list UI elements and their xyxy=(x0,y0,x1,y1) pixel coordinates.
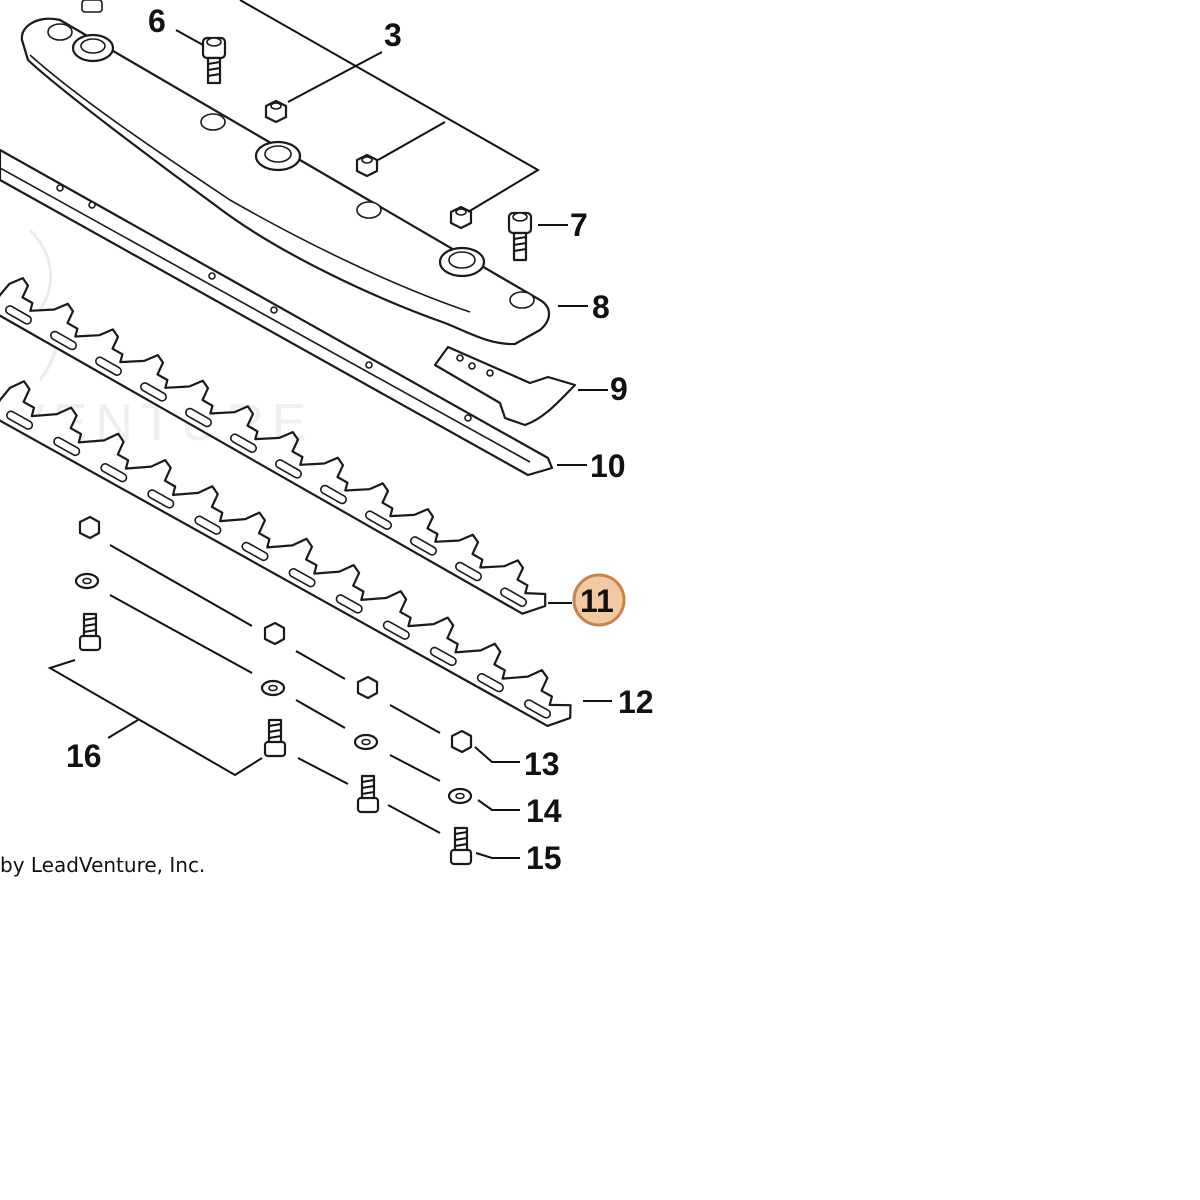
washer-a xyxy=(74,572,100,590)
screw-15a xyxy=(356,774,380,814)
blade-12-slot xyxy=(147,489,175,509)
part-9-bracket[interactable] xyxy=(433,345,577,427)
callout-10[interactable]: 10 xyxy=(590,448,626,484)
part-12-lower-blade[interactable] xyxy=(0,380,572,727)
callouts: 6 3 7 8 9 10 11 12 13 14 15 16 xyxy=(66,3,654,876)
blade-11-slot xyxy=(410,536,437,556)
square-nut-a xyxy=(78,515,101,540)
screw-16a xyxy=(78,612,102,652)
blade-12-slot xyxy=(335,594,363,614)
nut-3c xyxy=(449,205,473,230)
washer-b xyxy=(260,679,286,697)
blade-12-slot xyxy=(100,463,128,483)
part-16-screws[interactable] xyxy=(78,612,287,758)
blade-11-slot xyxy=(140,382,167,402)
blade-12-slot xyxy=(241,541,269,562)
blade-12-slot xyxy=(476,673,504,693)
blade-12-slot xyxy=(382,620,410,640)
callout-13[interactable]: 13 xyxy=(524,746,560,782)
square-nut-c xyxy=(356,675,379,700)
nut-top[interactable] xyxy=(81,0,103,13)
blade-11-slot xyxy=(275,459,302,479)
blade-11-slot xyxy=(50,330,77,351)
callout-11[interactable]: 11 xyxy=(580,583,614,619)
part-10-guide-bar[interactable] xyxy=(0,148,554,477)
blade-11-slot xyxy=(95,356,122,376)
leader-lines xyxy=(47,0,612,859)
callout-16[interactable]: 16 xyxy=(66,738,102,774)
callout-3[interactable]: 3 xyxy=(384,17,402,53)
nut-3b xyxy=(355,153,379,178)
blade-11-slot xyxy=(230,433,257,453)
blade-12-slots xyxy=(6,410,552,719)
blade-12-slot xyxy=(523,699,552,719)
part-11-upper-blade[interactable] xyxy=(0,277,547,615)
part-7-bolt[interactable] xyxy=(507,211,533,262)
square-nut-d xyxy=(450,729,473,754)
part-8-cover[interactable] xyxy=(20,17,551,346)
blade-11-slot xyxy=(455,561,482,582)
alignment-lines xyxy=(109,544,441,834)
blade-12-slot xyxy=(288,568,316,588)
blade-12-slot xyxy=(429,646,457,667)
credit-text: by LeadVenture, Inc. xyxy=(0,853,205,877)
part-13-square-nuts[interactable] xyxy=(78,515,473,754)
part-3-nuts[interactable] xyxy=(264,99,473,230)
blade-12-slot xyxy=(53,436,81,457)
callout-11-highlight[interactable]: 11 xyxy=(572,573,626,627)
blade-12-slot xyxy=(194,515,222,535)
blade-12-slot xyxy=(6,410,34,430)
screw-15b xyxy=(449,826,473,866)
callout-15[interactable]: 15 xyxy=(526,840,562,876)
screw-16b xyxy=(263,718,287,758)
part-6-bolt[interactable] xyxy=(201,36,227,85)
nut-3a xyxy=(264,99,288,124)
blade-11-slot xyxy=(185,407,212,428)
blade-11-slot xyxy=(5,305,32,325)
part-14-washers[interactable] xyxy=(74,572,473,805)
blade-11-slot xyxy=(365,510,392,530)
callout-8[interactable]: 8 xyxy=(592,289,610,325)
square-nut-b xyxy=(263,621,286,646)
callout-7[interactable]: 7 xyxy=(570,207,588,243)
blade-11-slots xyxy=(5,305,527,607)
washer-c xyxy=(353,733,379,751)
blade-11-slot xyxy=(320,484,347,505)
callout-9[interactable]: 9 xyxy=(610,371,628,407)
part-15-screws[interactable] xyxy=(356,774,473,866)
washer-d xyxy=(447,787,473,805)
callout-6[interactable]: 6 xyxy=(148,3,166,39)
blade-11-slot xyxy=(500,587,527,607)
callout-12[interactable]: 12 xyxy=(618,684,654,720)
guide-bar-holes xyxy=(56,184,472,422)
callout-14[interactable]: 14 xyxy=(526,793,562,829)
